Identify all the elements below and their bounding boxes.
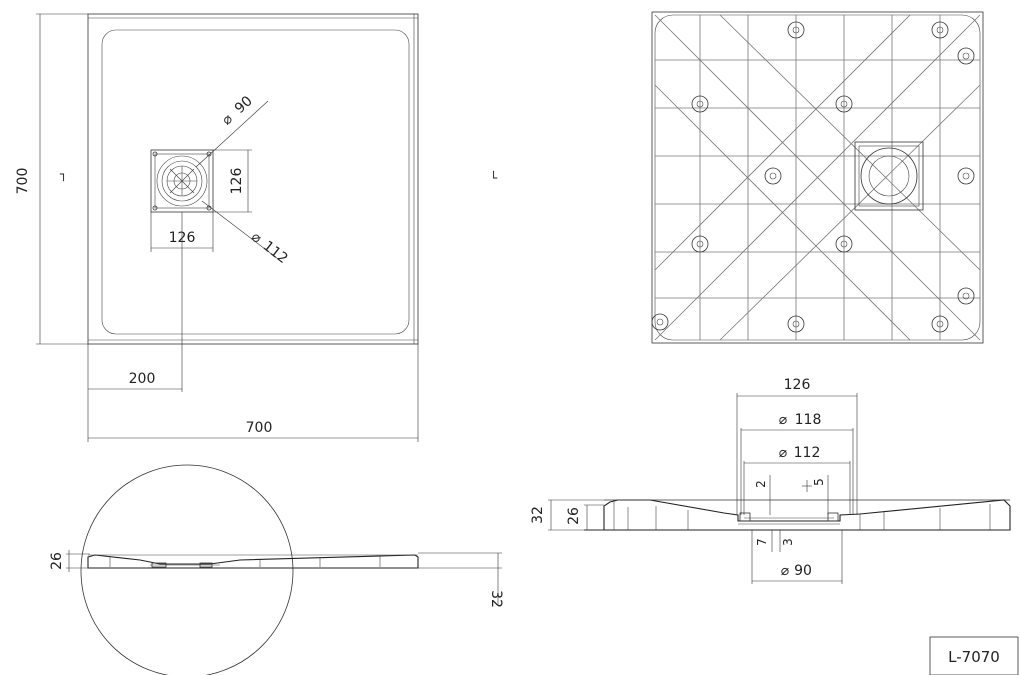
dim-32-section: 32: [530, 506, 546, 524]
boss: [957, 47, 975, 65]
diameter-symbol-112-section: ⌀: [779, 445, 788, 461]
boss-hole: [936, 26, 944, 34]
dim-width-700: 700: [246, 420, 273, 436]
dim-2: 2: [754, 480, 768, 488]
tray-outline: [87, 13, 419, 345]
dim-drain-offset-200: 200: [129, 371, 156, 387]
rib-diagonal: [719, 14, 981, 271]
diameter-symbol-90-section: ⌀: [781, 563, 790, 579]
boss-hole: [936, 320, 944, 328]
boss: [764, 167, 782, 185]
dim-diameter-112-top: 112: [260, 238, 291, 267]
drain-section: 126 ⌀ 118 ⌀ 112 2 5 7 3 ⌀ 90 32: [530, 377, 1011, 584]
rib-diagonal: [654, 84, 911, 341]
dim-drain-width-126: 126: [169, 230, 196, 246]
boss: [957, 287, 975, 305]
rib-diagonal: [719, 84, 981, 341]
dim-5: 5: [812, 478, 826, 486]
section-mark-top: ┐: [59, 167, 67, 181]
boss-hole: [656, 318, 664, 326]
dim-drain-height-126: 126: [229, 168, 245, 195]
dim-126-section: 126: [784, 377, 811, 393]
dim-3: 3: [781, 538, 795, 546]
boss: [957, 167, 975, 185]
dim-diameter-112-section: 112: [794, 445, 821, 461]
support-bosses: [651, 21, 975, 333]
top-view: 700 ┐ 700 200 126 126 ⌀ 90 ⌀ 112: [15, 13, 419, 442]
dim-26-section: 26: [566, 507, 582, 525]
boss-hole: [769, 172, 777, 180]
boss-hole: [696, 100, 704, 108]
boss: [691, 235, 709, 253]
diameter-symbol-90: ⌀: [219, 111, 236, 129]
boss: [835, 235, 853, 253]
section-profile: [584, 499, 1011, 531]
side-profile: [87, 554, 419, 569]
drain-underside: [854, 141, 924, 211]
diameter-symbol-118: ⌀: [779, 412, 788, 428]
boss: [651, 313, 669, 331]
side-profile-detail: 26 32: [49, 464, 504, 675]
dim-26-profile: 26: [49, 552, 65, 570]
rib-diagonal: [654, 14, 981, 341]
dim-7: 7: [755, 538, 769, 546]
dim-32-profile: 32: [488, 590, 504, 608]
boss-hole: [696, 240, 704, 248]
boss: [691, 95, 709, 113]
diameter-symbol-112: ⌀: [248, 229, 265, 247]
boss-hole: [962, 52, 970, 60]
boss-hole: [962, 292, 970, 300]
dim-height-700: 700: [15, 168, 31, 195]
detail-circle: [80, 464, 294, 675]
boss: [835, 95, 853, 113]
boss-hole: [840, 100, 848, 108]
boss-hole: [792, 26, 800, 34]
boss: [787, 21, 805, 39]
boss-hole: [792, 320, 800, 328]
boss-hole: [840, 240, 848, 248]
rib-diagonal: [654, 14, 911, 271]
dim-diameter-90-section: 90: [794, 563, 812, 579]
boss-hole: [962, 172, 970, 180]
drain-top: [150, 149, 214, 213]
underside-outline: [651, 11, 984, 344]
bottom-view: └: [490, 11, 984, 344]
rib-grid: [654, 14, 981, 341]
section-mark-bottom: └: [490, 170, 498, 185]
boss: [931, 21, 949, 39]
dim-diameter-90-top: 90: [232, 93, 256, 117]
dim-diameter-118: 118: [795, 412, 822, 428]
title-box: L-7070: [929, 636, 1019, 675]
boss: [787, 315, 805, 333]
tray-basin: [101, 29, 410, 335]
drawing-title: L-7070: [948, 648, 1000, 666]
boss: [931, 315, 949, 333]
